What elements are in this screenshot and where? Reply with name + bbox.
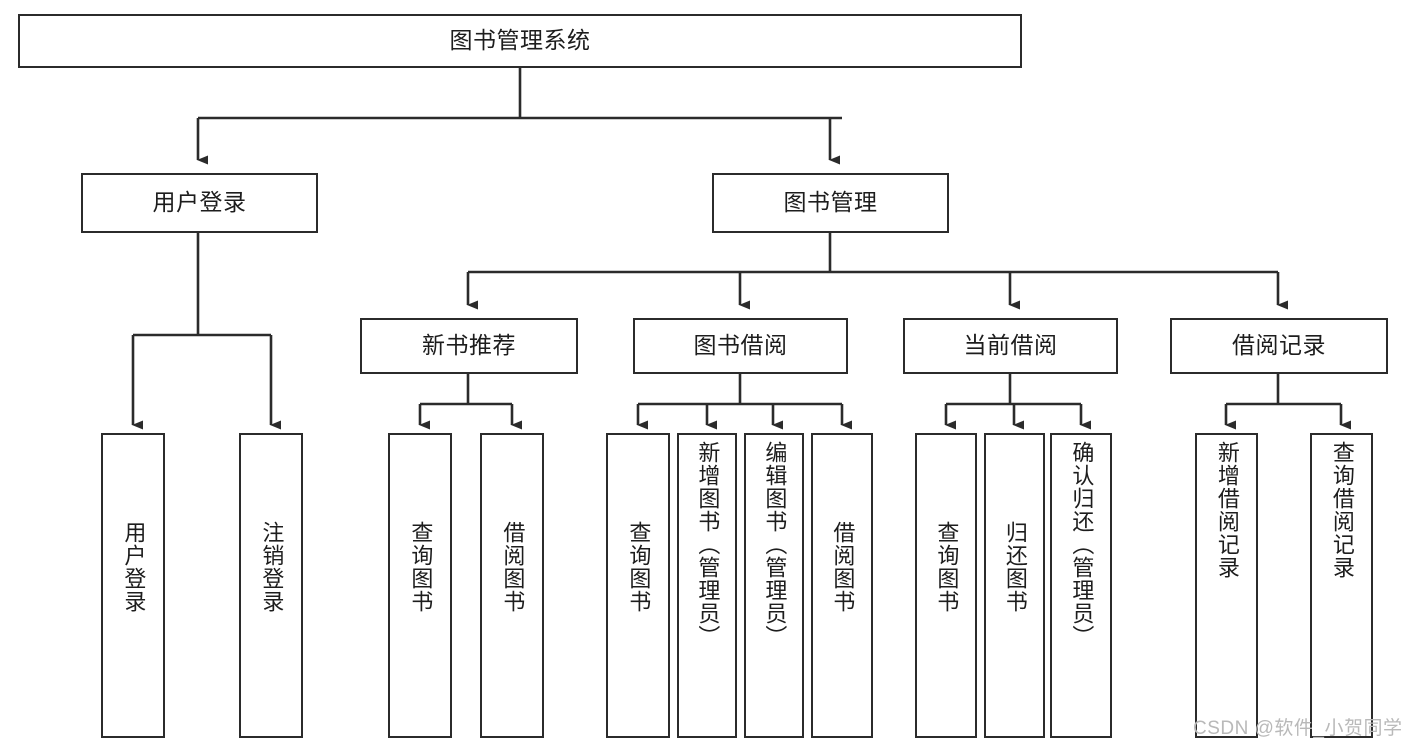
node-book-manage-label: 图书管理 — [783, 189, 878, 216]
node-leaf-add-record-label: 新增借阅记录 — [1214, 441, 1240, 579]
node-root[interactable]: 图书管理系统 — [18, 14, 1022, 68]
node-leaf-query-record[interactable]: 查询借阅记录 — [1310, 433, 1373, 738]
node-user-login-label: 用户登录 — [152, 189, 247, 216]
node-leaf-borrow-book-2[interactable]: 借阅图书 — [811, 433, 873, 738]
node-borrow-record[interactable]: 借阅记录 — [1170, 318, 1388, 374]
node-book-manage[interactable]: 图书管理 — [712, 173, 949, 233]
node-leaf-borrow-book-1[interactable]: 借阅图书 — [480, 433, 544, 738]
node-user-login[interactable]: 用户登录 — [81, 173, 318, 233]
node-leaf-edit-book-label: 编辑图书（管理员） — [762, 441, 788, 648]
node-borrow-record-label: 借阅记录 — [1232, 332, 1326, 359]
node-leaf-query-book-2-label: 查询图书 — [626, 521, 652, 613]
node-leaf-edit-book[interactable]: 编辑图书（管理员） — [744, 433, 804, 738]
node-leaf-borrow-book-2-label: 借阅图书 — [830, 521, 856, 613]
node-leaf-confirm-return-label: 确认归还（管理员） — [1069, 441, 1095, 648]
node-leaf-add-record[interactable]: 新增借阅记录 — [1195, 433, 1258, 738]
node-new-book-recommend[interactable]: 新书推荐 — [360, 318, 578, 374]
node-leaf-query-book-3[interactable]: 查询图书 — [915, 433, 977, 738]
node-leaf-query-book-3-label: 查询图书 — [934, 521, 960, 613]
node-book-borrow-label: 图书借阅 — [693, 332, 788, 359]
node-root-label: 图书管理系统 — [449, 27, 591, 54]
node-leaf-query-book-1-label: 查询图书 — [408, 521, 434, 613]
node-leaf-logout-login-label: 注销登录 — [259, 521, 285, 613]
node-leaf-logout-login[interactable]: 注销登录 — [239, 433, 303, 738]
node-leaf-user-login-label: 用户登录 — [121, 521, 147, 613]
node-leaf-return-book[interactable]: 归还图书 — [984, 433, 1045, 738]
watermark-text: CSDN @软件_小贺同学 — [1193, 718, 1403, 739]
node-new-book-recommend-label: 新书推荐 — [422, 332, 516, 359]
node-leaf-borrow-book-1-label: 借阅图书 — [500, 521, 526, 613]
node-current-borrow-label: 当前借阅 — [963, 332, 1058, 359]
node-leaf-return-book-label: 归还图书 — [1002, 521, 1028, 613]
node-leaf-query-record-label: 查询借阅记录 — [1329, 441, 1355, 579]
node-leaf-user-login[interactable]: 用户登录 — [101, 433, 165, 738]
node-current-borrow[interactable]: 当前借阅 — [903, 318, 1118, 374]
node-book-borrow[interactable]: 图书借阅 — [633, 318, 848, 374]
node-leaf-add-book-label: 新增图书（管理员） — [695, 441, 721, 648]
node-leaf-add-book[interactable]: 新增图书（管理员） — [677, 433, 737, 738]
node-leaf-confirm-return[interactable]: 确认归还（管理员） — [1050, 433, 1112, 738]
node-leaf-query-book-1[interactable]: 查询图书 — [388, 433, 452, 738]
node-leaf-query-book-2[interactable]: 查询图书 — [606, 433, 670, 738]
